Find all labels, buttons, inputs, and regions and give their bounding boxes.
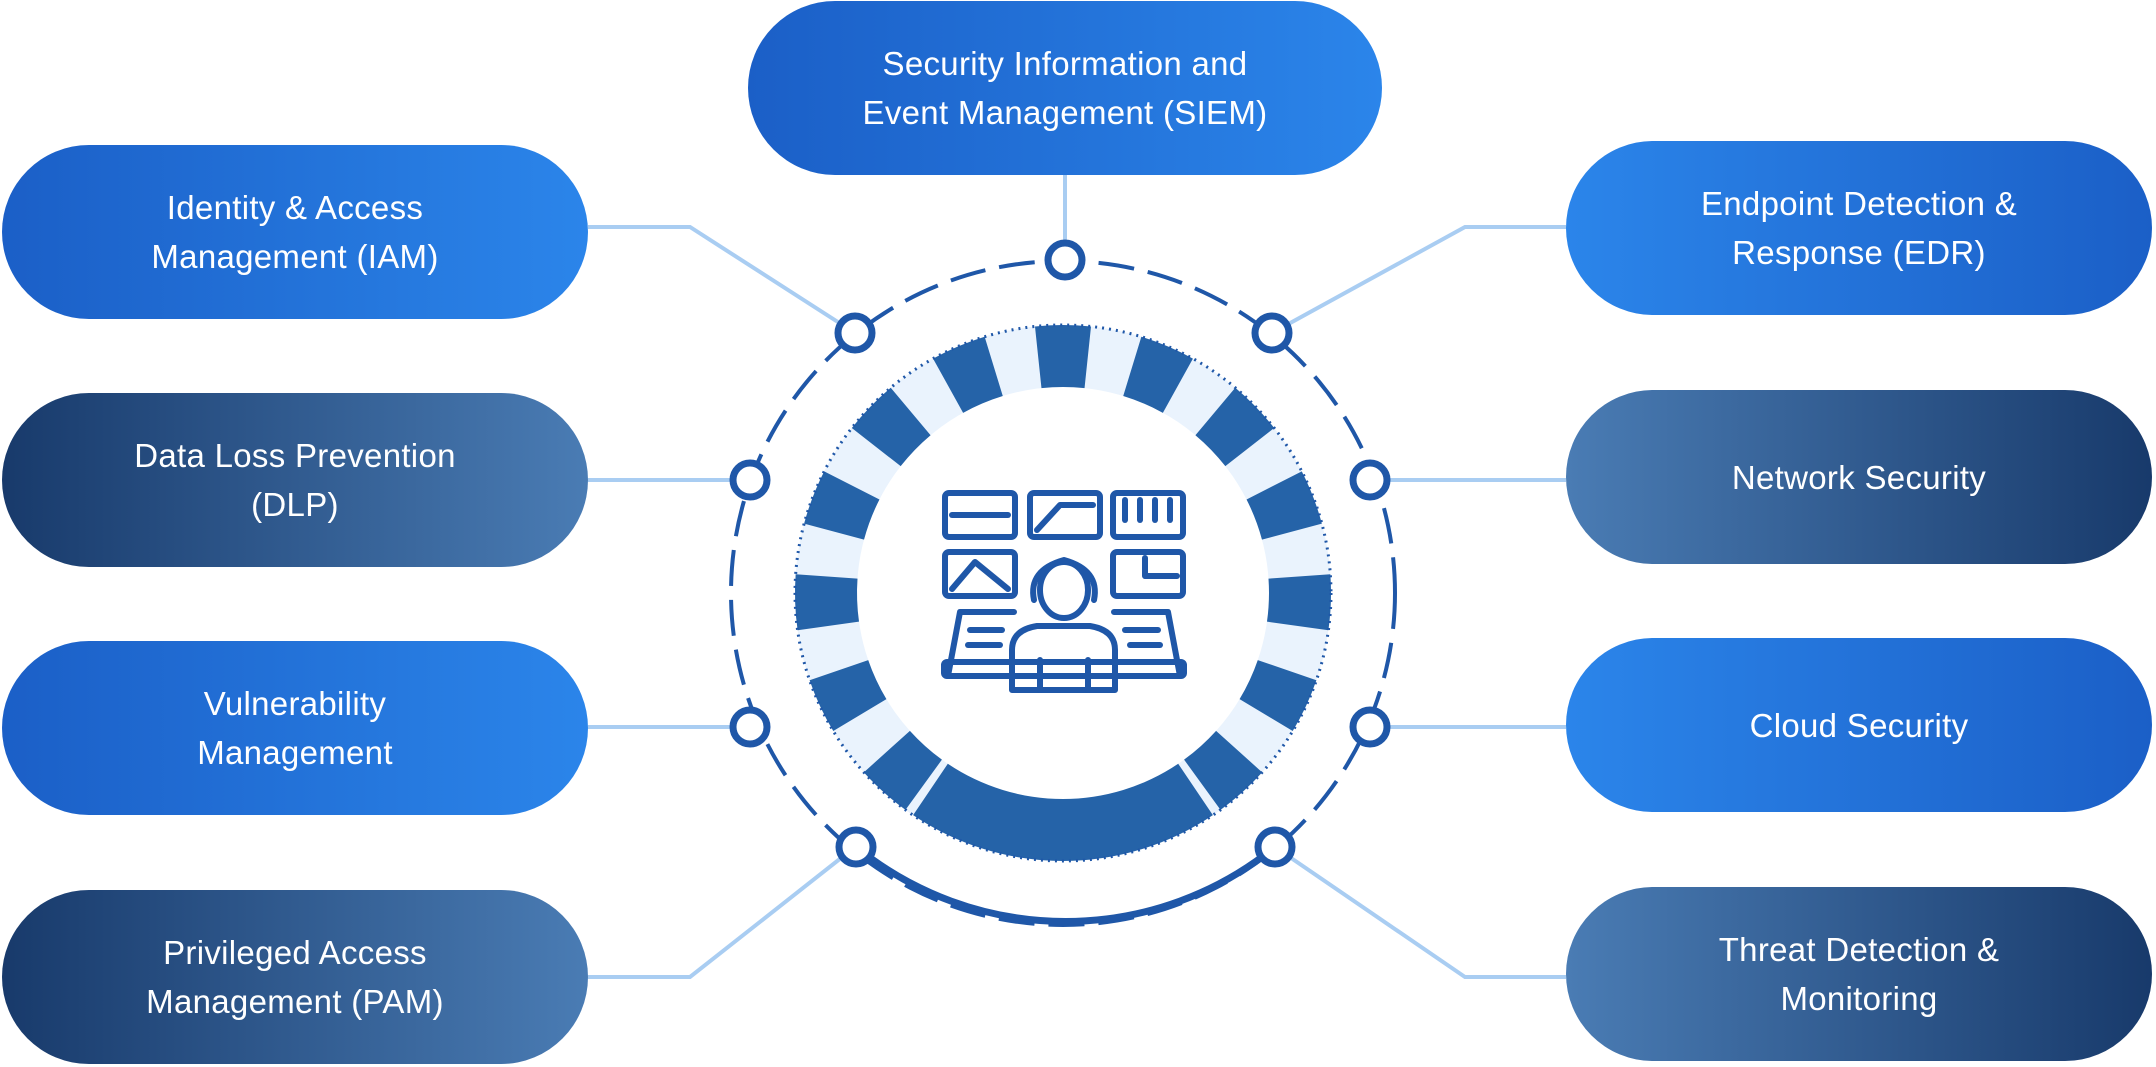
node-network[interactable]: Network Security [1566, 390, 2152, 564]
node-edr-line-2: Response (EDR) [1732, 234, 1986, 271]
ring-nodes [729, 239, 1391, 868]
node-threat-line-2: Monitoring [1780, 980, 1938, 1017]
node-edr-line-1: Endpoint Detection & [1700, 185, 2018, 222]
node-cloud-line-1: Cloud Security [1749, 706, 1969, 744]
node-pam-line-2: Management (PAM) [146, 983, 444, 1020]
ring-node-edr [1251, 312, 1293, 354]
inner-white-disc [860, 390, 1266, 796]
ring-node-dlp [729, 459, 771, 501]
connector-iam [588, 225, 857, 335]
node-vuln-line-1: Vulnerability [203, 685, 387, 722]
ring-segment-7 [1184, 730, 1263, 810]
ring-segment-5 [1266, 574, 1331, 631]
node-pam-label: Privileged Access Management (PAM) [106, 928, 484, 1026]
node-siem-label: Security Information and Event Managemen… [823, 39, 1308, 137]
ring-segment-12 [804, 471, 880, 540]
ring-segment-3 [1195, 387, 1275, 467]
node-network-label: Network Security [1692, 453, 2026, 502]
node-vuln-line-2: Management [197, 734, 393, 771]
ring-node-siem [1044, 239, 1086, 281]
ring-segment-14 [933, 336, 1003, 413]
ring-segment-1 [1034, 325, 1092, 389]
node-vuln[interactable]: Vulnerability Management [2, 641, 588, 815]
node-iam-line-1: Identity & Access [166, 189, 424, 226]
node-siem[interactable]: Security Information and Event Managemen… [748, 1, 1382, 175]
ring-node-network [1349, 459, 1391, 501]
ring-node-cloud [1349, 706, 1391, 748]
outer-bottom-arc [853, 844, 1278, 925]
node-threat-label: Threat Detection & Monitoring [1679, 925, 2040, 1023]
node-siem-line-2: Event Management (SIEM) [862, 94, 1268, 131]
node-threat[interactable]: Threat Detection & Monitoring [1566, 887, 2152, 1061]
node-iam-label: Identity & Access Management (IAM) [111, 183, 478, 281]
node-edr[interactable]: Endpoint Detection & Response (EDR) [1566, 141, 2152, 315]
ring-node-vuln [729, 706, 771, 748]
ring-segment-10 [809, 660, 887, 732]
ring-segment-8 [913, 763, 1213, 861]
ring-node-threat [1254, 826, 1296, 868]
security-operator-monitors-icon [941, 490, 1187, 693]
ring-node-iam [834, 312, 876, 354]
node-cloud[interactable]: Cloud Security [1566, 638, 2152, 812]
ring-segment-11 [794, 574, 860, 631]
node-iam[interactable]: Identity & Access Management (IAM) [2, 145, 588, 319]
node-dlp[interactable]: Data Loss Prevention (DLP) [2, 393, 588, 567]
ring-segment-4 [1246, 471, 1322, 540]
node-cloud-label: Cloud Security [1710, 701, 2009, 750]
node-network-line-1: Network Security [1731, 458, 1987, 496]
ring-segment-9 [863, 730, 942, 810]
node-siem-line-1: Security Information and [882, 45, 1248, 82]
node-dlp-label: Data Loss Prevention (DLP) [94, 431, 496, 529]
connector-lines [588, 175, 1566, 979]
node-dlp-line-2: (DLP) [251, 486, 339, 523]
node-edr-label: Endpoint Detection & Response (EDR) [1661, 179, 2057, 277]
node-iam-line-2: Management (IAM) [151, 238, 439, 275]
connector-pam [588, 845, 857, 979]
node-pam[interactable]: Privileged Access Management (PAM) [2, 890, 588, 1064]
node-threat-line-1: Threat Detection & [1718, 931, 2000, 968]
ring-segment-13 [851, 387, 931, 467]
node-pam-line-1: Privileged Access [163, 934, 427, 971]
node-vuln-label: Vulnerability Management [157, 679, 433, 777]
dotted-ring [793, 323, 1333, 863]
node-dlp-line-1: Data Loss Prevention [134, 437, 456, 474]
connector-edr [1271, 225, 1566, 335]
ring-node-pam [835, 826, 877, 868]
ring-segment-2 [1123, 336, 1193, 413]
connector-threat [1273, 845, 1566, 979]
segment-ring [794, 325, 1331, 861]
ring-segment-6 [1239, 660, 1317, 732]
